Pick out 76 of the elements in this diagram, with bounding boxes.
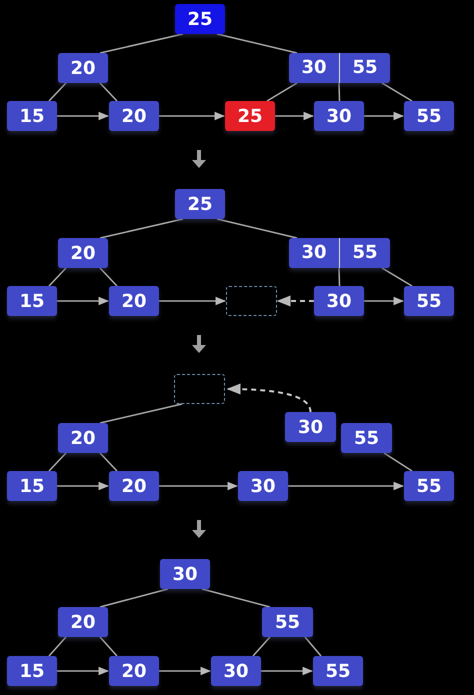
- tree-node: 55: [262, 607, 313, 637]
- dashed-placeholder-box: [174, 374, 225, 404]
- tree-node: 30: [160, 559, 210, 589]
- node-key: 30: [289, 53, 339, 83]
- tree-node: 20: [109, 471, 159, 501]
- tree-node: [289, 238, 390, 268]
- tree-link-line: [382, 82, 412, 102]
- tree-link-line: [48, 267, 67, 287]
- tree-link-line: [48, 82, 67, 102]
- tree-link-line: [216, 218, 298, 239]
- tree-link-line: [304, 636, 322, 656]
- tree-node: 55: [404, 101, 454, 131]
- tree-node: 20: [58, 238, 108, 268]
- arrow: [159, 112, 226, 120]
- tree-node: 20: [109, 101, 159, 131]
- tree-node: 20: [58, 607, 108, 637]
- arrow: [276, 295, 314, 307]
- node-key: 55: [339, 53, 390, 83]
- tree-link-line: [48, 636, 67, 656]
- tree-node: 15: [7, 656, 57, 686]
- node-key: 55: [339, 238, 390, 268]
- tree-link-line: [99, 636, 118, 656]
- tree-node: 55: [404, 286, 454, 316]
- tree-node: 30: [314, 286, 364, 316]
- tree-link-line: [384, 452, 412, 472]
- arrow: [364, 112, 404, 120]
- tree-node: [289, 53, 390, 83]
- tree-node: 30: [238, 471, 288, 501]
- tree-link-line: [266, 82, 298, 102]
- arrow: [57, 112, 110, 120]
- tree-link-line: [202, 588, 270, 608]
- arrow: [159, 482, 238, 490]
- node-key: 30: [289, 238, 339, 268]
- tree-node: 20: [58, 423, 108, 453]
- tree-link-line: [338, 82, 340, 102]
- tree-link-line: [100, 33, 184, 54]
- tree-node: 25: [175, 189, 225, 219]
- tree-node: 20: [109, 286, 159, 316]
- tree-link-line: [216, 33, 298, 54]
- tree-node: 25: [225, 101, 275, 131]
- arrow: [226, 384, 312, 412]
- arrow: [192, 150, 206, 168]
- tree-node: 55: [313, 656, 363, 686]
- tree-link-line: [48, 452, 67, 472]
- arrow: [364, 296, 404, 306]
- arrow: [159, 296, 226, 306]
- dashed-placeholder-box: [226, 286, 277, 316]
- tree-link-line: [100, 588, 168, 608]
- tree-node: 30: [314, 101, 364, 131]
- tree-link-line: [99, 267, 118, 287]
- tree-node: 20: [58, 53, 108, 83]
- tree-link-line: [100, 403, 182, 424]
- arrow: [159, 666, 212, 676]
- arrow: [288, 482, 404, 490]
- arrow: [57, 666, 110, 676]
- tree-node: 15: [7, 286, 57, 316]
- tree-node: 25: [175, 4, 225, 34]
- tree-node: 15: [7, 101, 57, 131]
- arrow: [57, 482, 110, 490]
- tree-link-line: [252, 636, 271, 656]
- tree-node: 15: [7, 471, 57, 501]
- tree-node: 30: [211, 656, 261, 686]
- arrow: [57, 296, 110, 306]
- tree-link-line: [99, 82, 118, 102]
- arrow: [261, 666, 314, 676]
- tree-node: 30: [285, 412, 336, 442]
- arrow: [192, 520, 206, 538]
- tree-node: 55: [341, 423, 392, 453]
- tree-link-line: [338, 268, 340, 286]
- arrow: [192, 335, 206, 353]
- tree-node: 55: [404, 471, 454, 501]
- tree-link-line: [100, 218, 184, 239]
- tree-link-line: [99, 452, 118, 472]
- arrow: [275, 112, 314, 120]
- tree-link-line: [382, 267, 412, 287]
- tree-node: 20: [109, 656, 159, 686]
